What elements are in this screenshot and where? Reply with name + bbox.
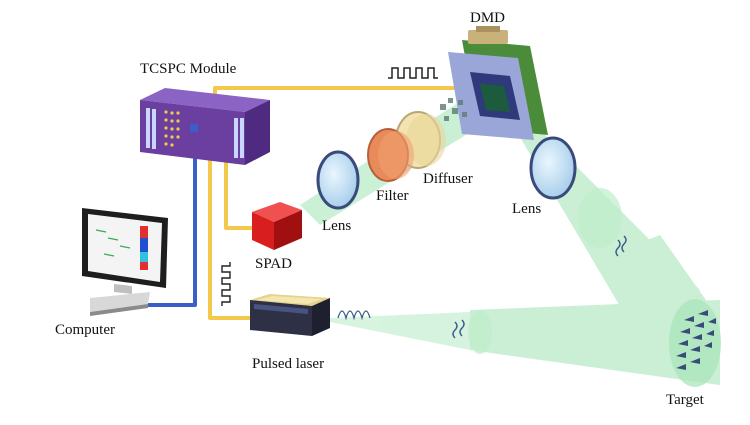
filter-label: Filter [376, 188, 409, 204]
tcspc-module [140, 88, 270, 165]
lens-projection-label: Lens [512, 201, 541, 217]
filter [367, 128, 414, 182]
lens-projection [529, 136, 577, 200]
computer-label: Computer [55, 322, 115, 338]
beam-end-ellipse [468, 310, 492, 354]
tcspc-label: TCSPC Module [140, 61, 237, 77]
dmd-device [448, 26, 548, 140]
pulsed-laser [250, 294, 330, 336]
laser-pulse-icon [337, 310, 371, 321]
pulse-train-icon [388, 67, 438, 79]
computer [82, 208, 168, 316]
spad-label: SPAD [255, 256, 292, 272]
target-object [676, 310, 716, 370]
pulsed-laser-label: Pulsed laser [252, 356, 324, 372]
light-beams [300, 95, 720, 385]
pulse-train-icon [221, 262, 231, 306]
break-mark-icon [452, 235, 627, 339]
speckle-pattern [440, 98, 467, 121]
target-beam-end [669, 299, 721, 387]
lens-detection [316, 150, 360, 210]
spad-detector [252, 202, 302, 250]
lens-detection-label: Lens [322, 218, 351, 234]
dmd-label: DMD [470, 10, 505, 26]
blue-cable [148, 130, 197, 307]
target-label: Target [666, 392, 705, 408]
diffuser-label: Diffuser [423, 171, 473, 187]
beam-end-ellipse [578, 188, 622, 248]
